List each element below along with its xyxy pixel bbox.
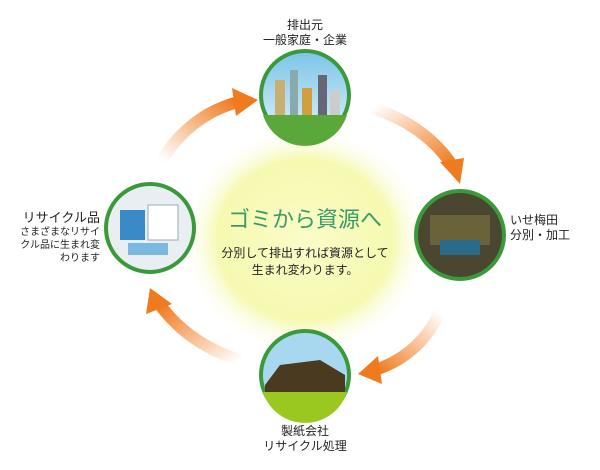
node-image-recycled-products [104, 182, 196, 274]
arrow-top-to-right [370, 102, 457, 169]
label-line: リサイクル処理 [263, 439, 347, 453]
label-line: 製紙会社 [280, 424, 329, 438]
label-line: 一般家庭・企業 [262, 33, 347, 47]
center-glow [180, 125, 430, 355]
arrow-bottom-to-left [155, 301, 242, 366]
center-description: 分別して排出すれば資源として生まれ変わります。 [205, 245, 405, 279]
node-image-factory-line [414, 189, 506, 281]
center-title: ゴミから資源へ [227, 208, 382, 233]
description-line: 生まれ変わります。 [251, 263, 359, 277]
arrow-left-to-top [156, 96, 240, 164]
arrowhead [358, 356, 382, 384]
node-image-city [259, 49, 351, 146]
arrowhead [232, 88, 258, 116]
label-desc: さまざまなリサイ [20, 227, 100, 238]
node-label-paper-company: 製紙会社リサイクル処理 [245, 424, 365, 454]
label-line: リサイクル品 [22, 211, 100, 226]
arrowhead [146, 288, 172, 314]
arrow-right-to-bottom [372, 309, 446, 376]
label-desc: クル品に生まれ変 [20, 240, 100, 251]
description-line: 分別して排出すれば資源として [221, 246, 389, 260]
label-desc: わります [60, 253, 100, 264]
arrowhead [440, 158, 464, 184]
label-line: いせ梅田 [510, 213, 559, 227]
node-label-iseumeda: いせ梅田分別・加工 [510, 213, 600, 243]
label-line: 排出元 [286, 18, 323, 32]
node-label-source: 排出元一般家庭・企業 [245, 18, 365, 48]
node-label-recycled-products: リサイクル品 さまざまなリサイ クル品に生まれ変 わります [2, 211, 100, 265]
node-image-paper-mill [259, 329, 351, 423]
label-line: 分別・加工 [510, 228, 571, 242]
